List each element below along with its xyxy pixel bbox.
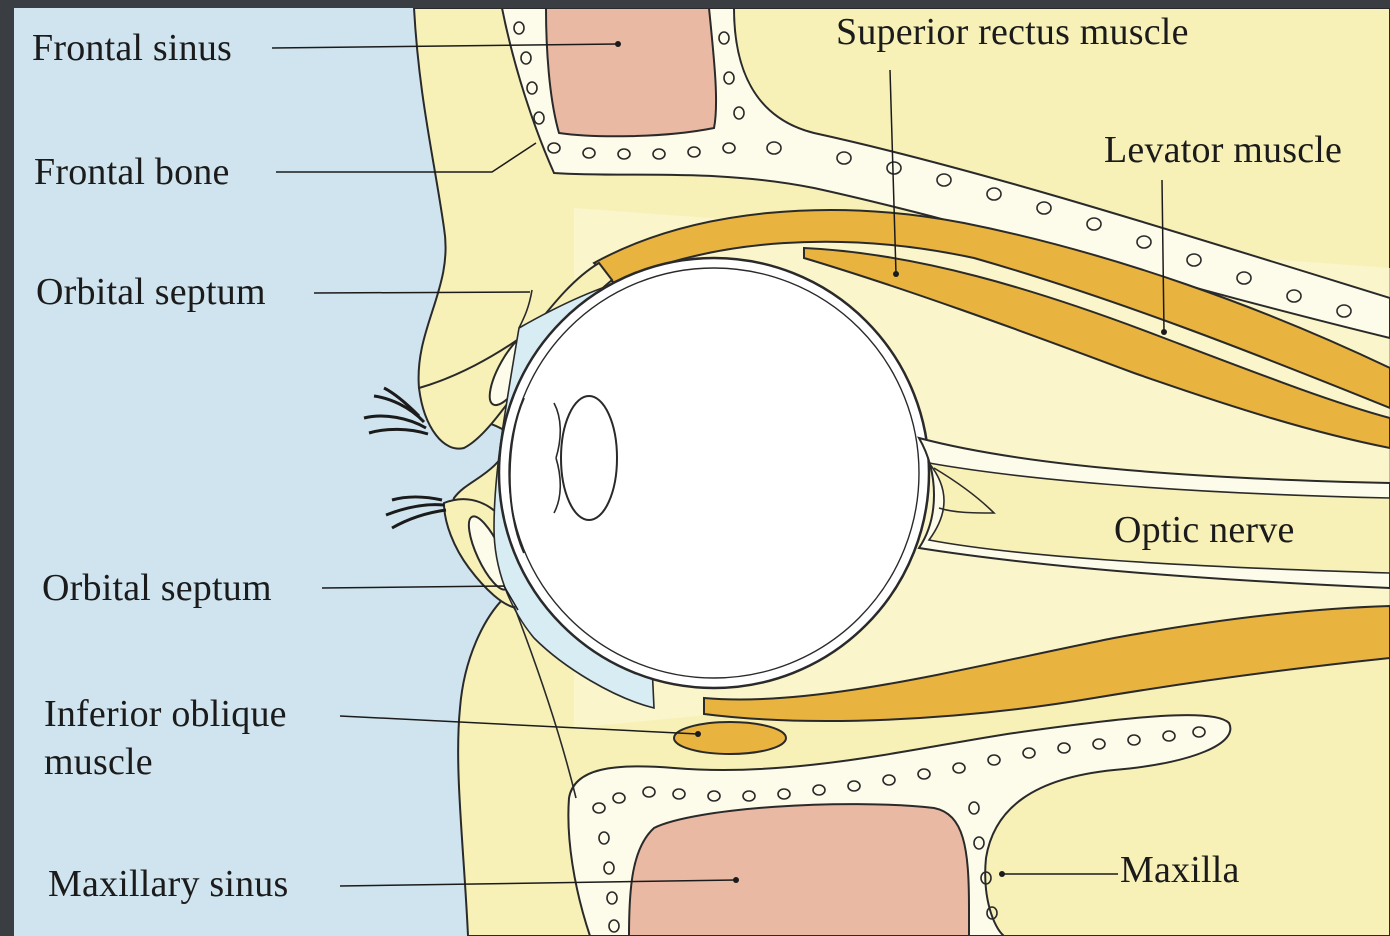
anatomy-plate: Frontal sinus Frontal bone Orbital septu… <box>14 8 1390 936</box>
label-levator: Levator muscle <box>1104 128 1342 172</box>
maxillary-sinus <box>629 804 969 936</box>
frontal-sinus <box>546 8 716 136</box>
label-superior-rectus: Superior rectus muscle <box>836 10 1189 54</box>
label-frontal-sinus: Frontal sinus <box>32 26 232 70</box>
label-maxilla: Maxilla <box>1120 848 1240 892</box>
label-inferior-oblique-line1: Inferior oblique <box>44 692 287 736</box>
label-orbital-septum-upper: Orbital septum <box>36 270 266 314</box>
label-frontal-bone: Frontal bone <box>34 150 230 194</box>
label-inferior-oblique-line2: muscle <box>44 740 153 784</box>
label-optic-nerve: Optic nerve <box>1114 508 1295 552</box>
label-orbital-septum-lower: Orbital septum <box>42 566 272 610</box>
label-maxillary-sinus: Maxillary sinus <box>48 862 288 906</box>
inferior-oblique-muscle <box>674 722 786 754</box>
lens <box>561 396 617 520</box>
